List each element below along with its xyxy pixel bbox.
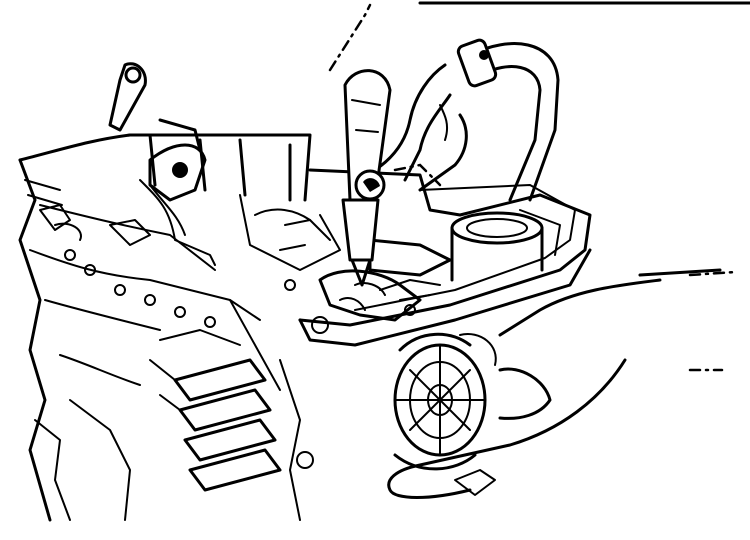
manual-lever — [108, 62, 216, 266]
detent-spring — [39, 204, 151, 246]
oil-pan-housing — [128, 133, 592, 347]
valve-body — [279, 219, 452, 322]
lower-hand — [387, 268, 737, 499]
tool-syringe — [341, 69, 392, 287]
case-ribs — [149, 299, 301, 521]
output-flange — [393, 332, 487, 471]
transmission-case — [18, 133, 312, 522]
upper-hand — [328, 3, 468, 192]
filter-cylinder — [450, 211, 544, 282]
bolts — [284, 279, 416, 469]
pipe — [456, 38, 560, 202]
